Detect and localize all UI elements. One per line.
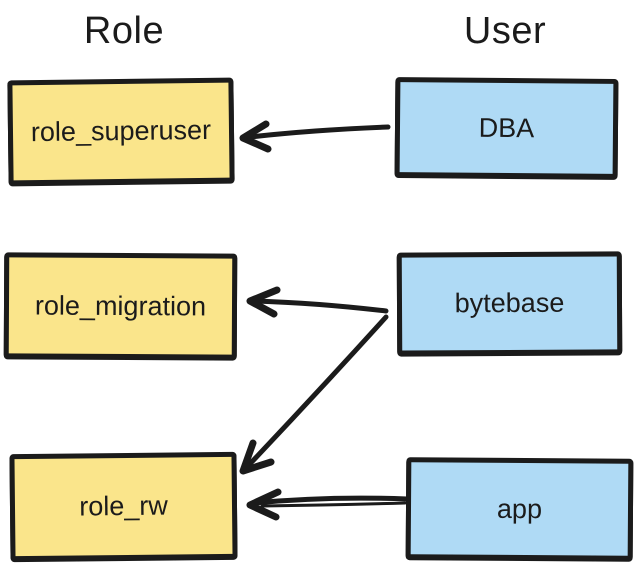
column-header-role: Role	[83, 10, 165, 52]
edge-bytebase-to-role-migration	[246, 286, 389, 318]
edge-bytebase-to-role-rw	[239, 314, 389, 475]
node-app: app	[405, 457, 634, 561]
node-label: role_migration	[34, 290, 207, 321]
node-role-superuser: role_superuser	[7, 77, 235, 186]
node-bytebase: bytebase	[396, 251, 623, 356]
node-label: bytebase	[454, 287, 565, 319]
edge-dba-to-role-superuser	[239, 120, 391, 153]
node-dba: DBA	[394, 77, 619, 179]
node-label: role_superuser	[30, 114, 212, 148]
edge-app-to-role-rw	[246, 488, 410, 521]
node-label: role_rw	[79, 490, 168, 522]
column-header-user: User	[463, 10, 547, 52]
node-label: app	[496, 493, 543, 524]
node-role-migration: role_migration	[3, 252, 238, 360]
node-role-rw: role_rw	[9, 451, 238, 562]
node-label: DBA	[478, 112, 535, 143]
